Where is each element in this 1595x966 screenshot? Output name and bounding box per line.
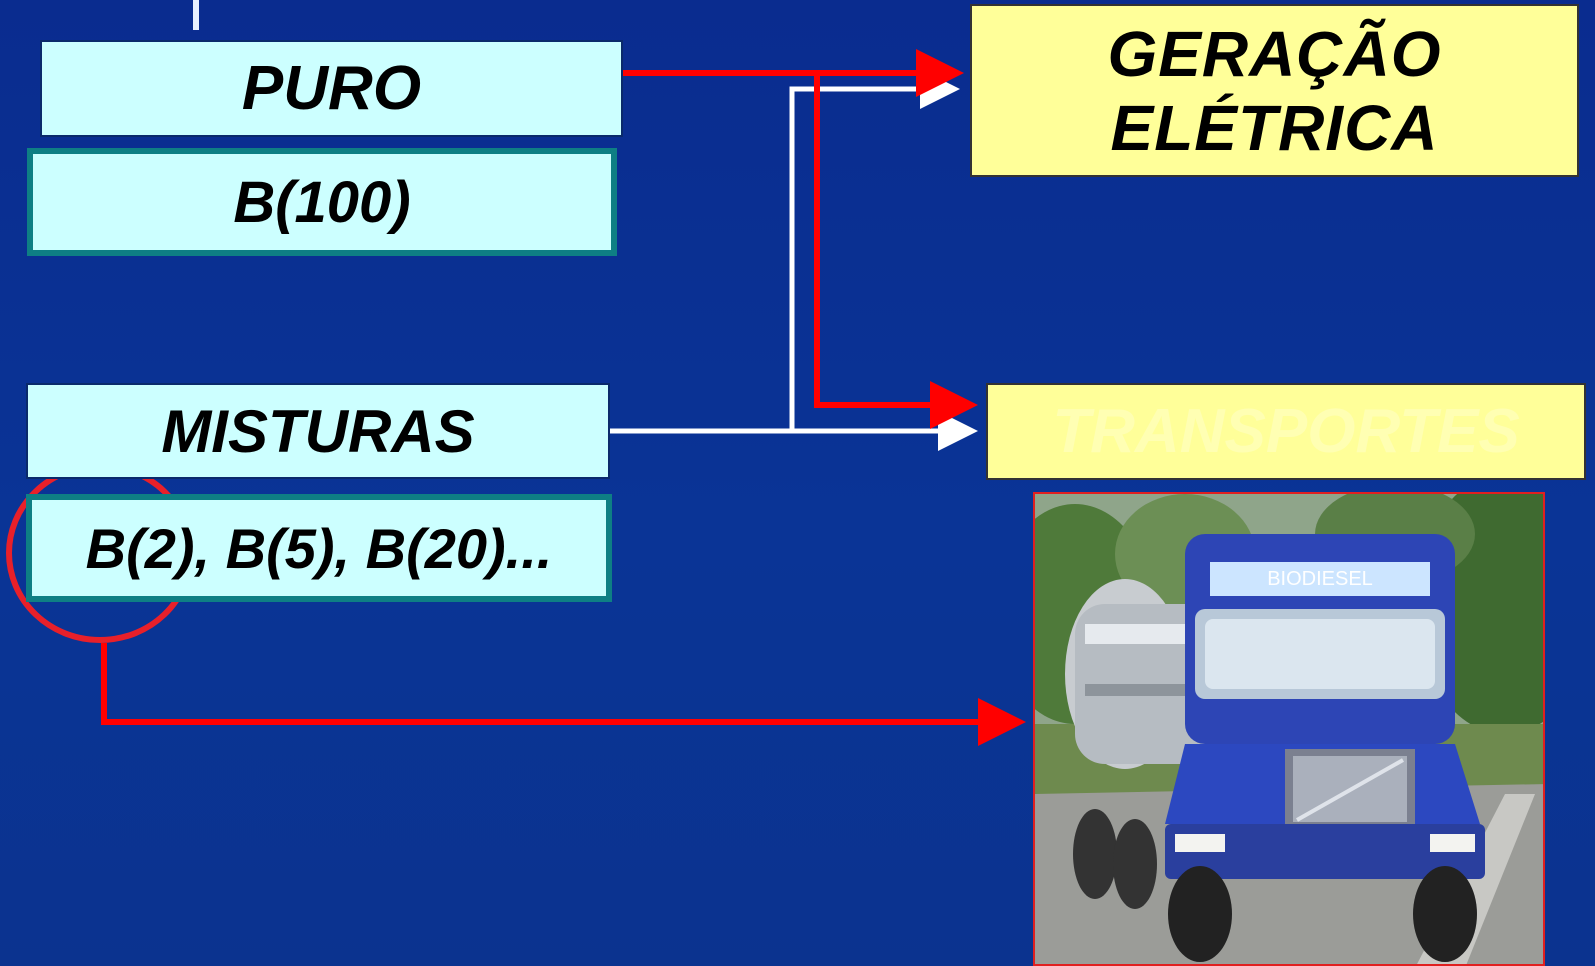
truck-illustration xyxy=(1035,494,1543,964)
node-geracao-eletrica: GERAÇÃO ELÉTRICA xyxy=(970,4,1579,177)
truck-photo: BIODIESEL xyxy=(1033,492,1545,966)
node-blends-label: B(2), B(5), B(20)... xyxy=(85,516,553,580)
biodiesel-sign: BIODIESEL xyxy=(1210,562,1430,596)
node-puro-label: PURO xyxy=(241,54,422,123)
node-blends: B(2), B(5), B(20)... xyxy=(26,494,612,602)
node-geracao-line2: ELÉTRICA xyxy=(1110,91,1439,164)
arrow-blends-to-truck xyxy=(101,643,1026,746)
node-b100-label: B(100) xyxy=(233,169,411,235)
node-transportes: TRANSPORTES xyxy=(986,383,1586,480)
node-b100: B(100) xyxy=(27,148,617,256)
node-misturas: MISTURAS xyxy=(26,383,610,479)
arrow-misturas-to-geracao xyxy=(789,69,960,431)
arrow-puro-to-transportes xyxy=(814,73,978,429)
node-puro: PURO xyxy=(40,40,623,137)
connector-stub xyxy=(193,0,199,30)
node-misturas-label: MISTURAS xyxy=(161,397,475,465)
node-transportes-label: TRANSPORTES xyxy=(1052,397,1520,466)
node-geracao-line1: GERAÇÃO xyxy=(1107,17,1442,90)
